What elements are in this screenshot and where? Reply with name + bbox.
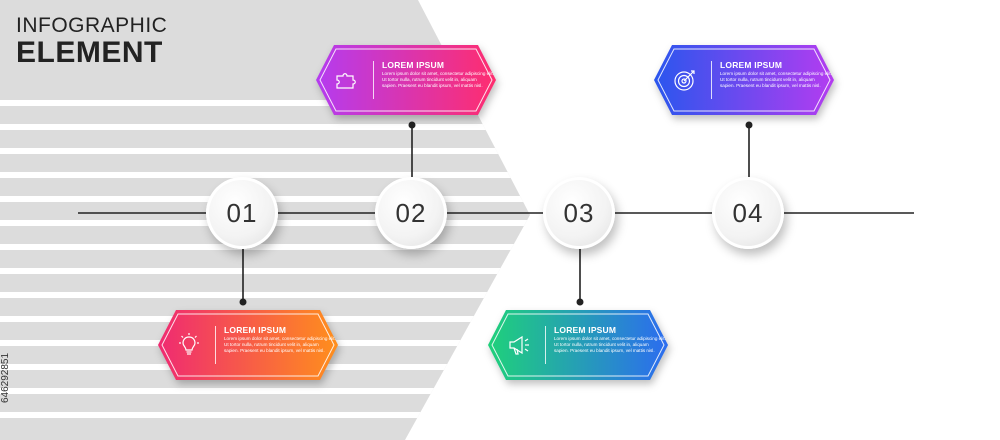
- card-shape: [316, 45, 496, 115]
- card-shape: [488, 310, 668, 380]
- card-shape: [158, 310, 338, 380]
- card-shape: [654, 45, 834, 115]
- step-number: 03: [563, 197, 595, 228]
- step-node-01: 01: [206, 177, 278, 249]
- card-body-line: Lorem ipsum dolor sit amet, consectetur …: [382, 71, 494, 76]
- card-body-line: sapien. Praesent eu blandit ipsum, vel m…: [720, 83, 821, 88]
- card-heading: LOREM IPSUM: [224, 325, 287, 335]
- card-body-line: Ut tortor nulla, rutrum tincidunt velit …: [720, 77, 815, 82]
- step-card-02: LOREM IPSUM Lorem ipsum dolor sit amet, …: [316, 45, 496, 115]
- step-card-04: LOREM IPSUM Lorem ipsum dolor sit amet, …: [654, 45, 834, 115]
- megaphone-icon: [509, 335, 529, 355]
- card-body: Lorem ipsum dolor sit amet, consectetur …: [720, 71, 832, 89]
- step-number: 02: [395, 197, 427, 228]
- connector-dot-01: [239, 298, 247, 306]
- card-body-line: Ut tortor nulla, rutrum tincidunt velit …: [224, 342, 319, 347]
- card-body-line: sapien. Praesent eu blandit ipsum, vel m…: [554, 348, 655, 353]
- step-node-02: 02: [375, 177, 447, 249]
- step-card-01: LOREM IPSUM Lorem ipsum dolor sit amet, …: [158, 310, 338, 380]
- target-icon: [674, 70, 695, 91]
- connector-dot-04: [745, 121, 753, 129]
- connector-dot-02: [408, 121, 416, 129]
- card-body-line: sapien. Praesent eu blandit ipsum, vel m…: [382, 83, 483, 88]
- step-number: 04: [732, 197, 764, 228]
- card-heading: LOREM IPSUM: [382, 60, 445, 70]
- card-divider: [215, 326, 216, 364]
- stock-id-text: 646292851: [0, 352, 11, 404]
- card-heading: LOREM IPSUM: [720, 60, 783, 70]
- infographic-title-line1: INFOGRAPHIC: [16, 14, 168, 37]
- card-divider: [545, 326, 546, 364]
- card-divider: [373, 61, 374, 99]
- card-divider: [711, 61, 712, 99]
- card-body-line: Lorem ipsum dolor sit amet, consectetur …: [224, 336, 336, 341]
- puzzle-icon: [336, 73, 356, 89]
- step-card-03: LOREM IPSUM Lorem ipsum dolor sit amet, …: [488, 310, 668, 380]
- card-body: Lorem ipsum dolor sit amet, consectetur …: [382, 71, 494, 89]
- card-body: Lorem ipsum dolor sit amet, consectetur …: [224, 336, 336, 354]
- card-body-line: Ut tortor nulla, rutrum tincidunt velit …: [554, 342, 649, 347]
- card-heading: LOREM IPSUM: [554, 325, 617, 335]
- step-number: 01: [226, 197, 258, 228]
- connector-dot-03: [576, 298, 584, 306]
- step-node-04: 04: [712, 177, 784, 249]
- card-body-line: Lorem ipsum dolor sit amet, consectetur …: [720, 71, 832, 76]
- step-node-03: 03: [543, 177, 615, 249]
- card-body-line: Ut tortor nulla, rutrum tincidunt velit …: [382, 77, 477, 82]
- infographic-title-line2: ELEMENT: [16, 36, 163, 69]
- lightbulb-icon: [179, 333, 199, 355]
- card-body: Lorem ipsum dolor sit amet, consectetur …: [554, 336, 666, 354]
- card-body-line: Lorem ipsum dolor sit amet, consectetur …: [554, 336, 666, 341]
- card-body-line: sapien. Praesent eu blandit ipsum, vel m…: [224, 348, 325, 353]
